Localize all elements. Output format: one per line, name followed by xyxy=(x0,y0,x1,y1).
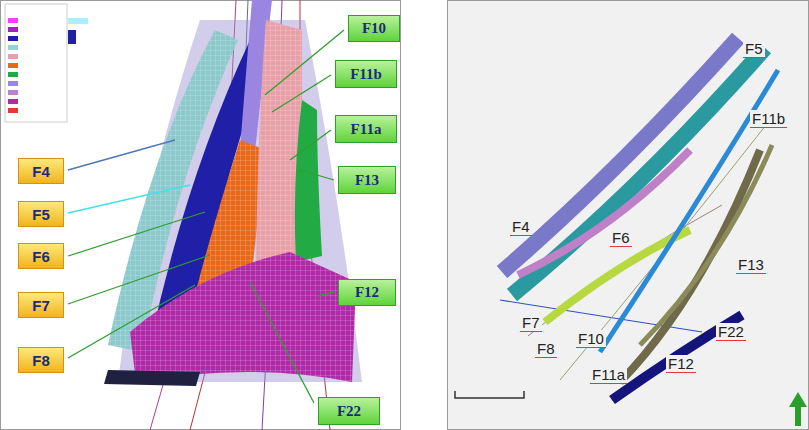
fault-label-box: F12 xyxy=(338,279,396,306)
fault-label-box: F13 xyxy=(338,166,396,194)
fault-surface xyxy=(104,370,200,386)
fault-name: F12 xyxy=(355,284,379,301)
fault-trace-label: F8 xyxy=(535,340,557,358)
fault-traces xyxy=(500,38,778,400)
fault-label-box: F8 xyxy=(18,347,64,373)
fault-trace-label: F11b xyxy=(750,110,787,128)
fault-name: F8 xyxy=(32,352,50,369)
left-panel xyxy=(1,1,401,430)
fault-name: F10 xyxy=(362,20,386,37)
fault-name: F7 xyxy=(32,297,50,314)
fault-label-box: F10 xyxy=(348,15,400,42)
leader-lines xyxy=(68,30,344,403)
scale-bar xyxy=(455,391,524,398)
fault-name: F13 xyxy=(355,172,379,189)
legend-swatches xyxy=(5,4,88,122)
fault-trace-label: F4 xyxy=(510,218,532,236)
fault-trace-label: F6 xyxy=(610,229,632,247)
fault-label-box: F4 xyxy=(18,158,64,184)
fault-surface xyxy=(295,100,322,262)
fault-label-box: F22 xyxy=(318,397,380,425)
fault-trace-label: F5 xyxy=(743,40,765,58)
fault-name: F11b xyxy=(350,66,382,83)
fault-trace-label: F22 xyxy=(716,323,746,341)
fault-trace-label: F11a xyxy=(590,366,627,384)
fault-label-box: F5 xyxy=(18,201,64,227)
north-arrow xyxy=(789,392,807,426)
fault-name: F22 xyxy=(337,403,361,420)
fault-label-box: F11a xyxy=(335,115,397,143)
fault-label-box: F7 xyxy=(18,292,64,318)
fault-name: F11a xyxy=(351,121,382,138)
fault-label-box: F11b xyxy=(335,60,397,88)
fault-label-box: F6 xyxy=(18,243,64,269)
fault-name: F4 xyxy=(32,163,50,180)
fault-trace-label: F12 xyxy=(666,355,696,373)
fault-trace-label: F13 xyxy=(736,256,766,274)
fault-name: F6 xyxy=(32,248,50,265)
fault-name: F5 xyxy=(32,206,50,223)
fault-trace-label: F10 xyxy=(576,330,606,348)
fault-trace-label: F7 xyxy=(520,314,542,332)
right-panel xyxy=(448,1,809,430)
